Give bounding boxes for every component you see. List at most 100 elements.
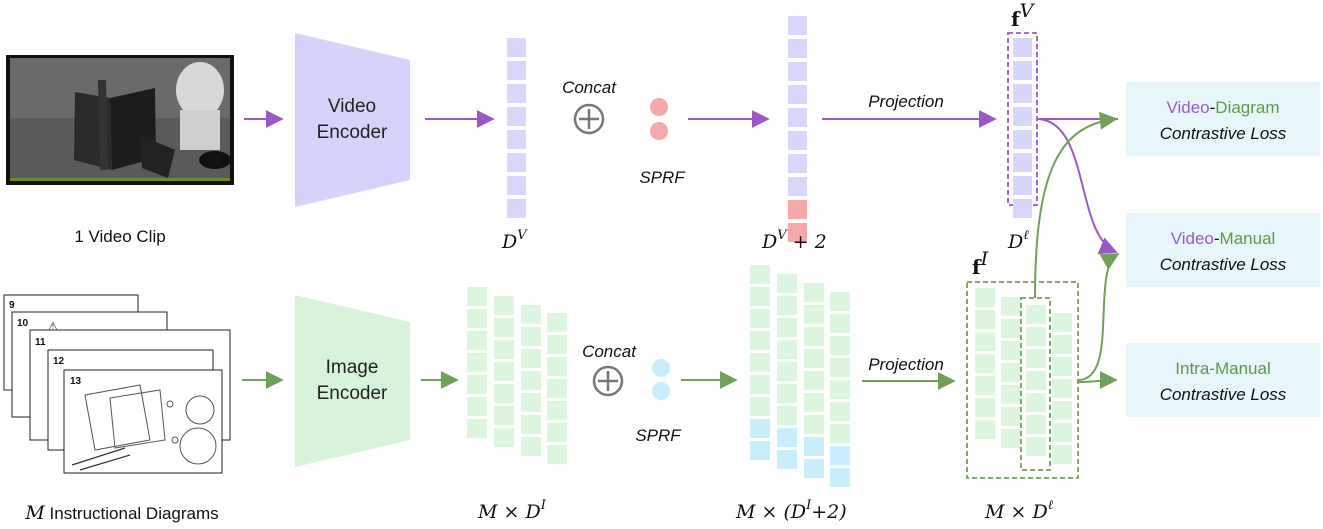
token-block bbox=[494, 362, 514, 381]
token-block bbox=[788, 154, 807, 173]
token-block bbox=[467, 397, 487, 416]
token-block bbox=[1052, 379, 1072, 398]
loss-box-video-manual: Video-Manual Contrastive Loss bbox=[1126, 213, 1320, 287]
concat-plus-icon bbox=[592, 365, 624, 397]
token-block bbox=[804, 371, 824, 390]
image-encoder-line2: Encoder bbox=[317, 383, 388, 404]
sprf-token-block bbox=[750, 441, 770, 460]
token-block bbox=[804, 305, 824, 324]
token-block bbox=[804, 349, 824, 368]
svg-text:Video-Diagram: Video-Diagram bbox=[1166, 98, 1279, 117]
image-sprf-tokens bbox=[652, 359, 670, 400]
token-block bbox=[750, 265, 770, 284]
token-block bbox=[467, 287, 487, 306]
token-block bbox=[975, 332, 995, 351]
token-block bbox=[507, 107, 526, 126]
token-block bbox=[830, 402, 850, 421]
loss-box-intra-manual: Intra-Manual Contrastive Loss bbox=[1126, 343, 1320, 417]
video-concat-dim: DV + 2 bbox=[761, 228, 827, 253]
token-block bbox=[1026, 393, 1046, 412]
token-block bbox=[547, 445, 567, 464]
image-encoder-line1: Image bbox=[326, 357, 379, 378]
token-block bbox=[1013, 130, 1032, 149]
token-block bbox=[1026, 437, 1046, 456]
token-block bbox=[494, 384, 514, 403]
video-concat-column bbox=[788, 16, 807, 242]
token-block bbox=[804, 393, 824, 412]
image-concat-dim: M × (DI+2) bbox=[735, 498, 847, 523]
token-block bbox=[777, 384, 797, 403]
token-block bbox=[777, 274, 797, 293]
token-block bbox=[975, 376, 995, 395]
curve-image-to-manual-loss bbox=[1077, 253, 1120, 381]
token-block bbox=[521, 327, 541, 346]
token-block bbox=[1001, 297, 1021, 316]
token-block bbox=[975, 310, 995, 329]
token-block bbox=[788, 16, 807, 35]
token-block bbox=[1013, 84, 1032, 103]
token-block bbox=[975, 398, 995, 417]
token-block bbox=[830, 424, 850, 443]
svg-text:9: 9 bbox=[9, 300, 15, 311]
token-block bbox=[830, 336, 850, 355]
token-block bbox=[1052, 401, 1072, 420]
token-block bbox=[788, 108, 807, 127]
token-block bbox=[547, 357, 567, 376]
image-encoder: Image Encoder bbox=[295, 295, 410, 467]
token-block bbox=[507, 61, 526, 80]
token-block bbox=[494, 428, 514, 447]
token-block bbox=[1052, 335, 1072, 354]
svg-text:⚠: ⚠ bbox=[48, 320, 58, 333]
token-block bbox=[777, 340, 797, 359]
token-block bbox=[750, 287, 770, 306]
token-block bbox=[750, 375, 770, 394]
video-proj-dim: Dℓ bbox=[1007, 228, 1029, 253]
token-block bbox=[788, 39, 807, 58]
sprf-token-block bbox=[788, 223, 807, 242]
token-block bbox=[494, 296, 514, 315]
token-block bbox=[788, 85, 807, 104]
sprf-token-block bbox=[788, 200, 807, 219]
token-block bbox=[830, 314, 850, 333]
video-proj-feature-label: fV bbox=[1011, 0, 1036, 31]
token-block bbox=[804, 283, 824, 302]
token-block bbox=[788, 177, 807, 196]
svg-text:10: 10 bbox=[17, 318, 29, 329]
image-concat-grid bbox=[750, 265, 850, 487]
video-feature-dim: DV bbox=[501, 228, 528, 253]
svg-text:Contrastive Loss: Contrastive Loss bbox=[1160, 124, 1287, 143]
token-block bbox=[1026, 415, 1046, 434]
token-block bbox=[1052, 357, 1072, 376]
token-block bbox=[1026, 305, 1046, 324]
loss-box-video-diagram: Video-Diagram Contrastive Loss bbox=[1126, 82, 1320, 156]
video-feature-column bbox=[507, 38, 526, 218]
token-block bbox=[788, 62, 807, 81]
video-clip-thumbnail bbox=[6, 55, 234, 185]
token-block bbox=[521, 415, 541, 434]
image-proj-inner-dashed-box bbox=[1020, 297, 1051, 471]
concat-plus-icon bbox=[573, 103, 605, 135]
token-block bbox=[750, 309, 770, 328]
token-block bbox=[777, 318, 797, 337]
token-block bbox=[1052, 313, 1072, 332]
token-block bbox=[1026, 327, 1046, 346]
token-block bbox=[507, 84, 526, 103]
sprf-token-block bbox=[804, 437, 824, 456]
token-block bbox=[1001, 407, 1021, 426]
token-block bbox=[467, 309, 487, 328]
token-block bbox=[547, 423, 567, 442]
token-block bbox=[1013, 38, 1032, 57]
diagrams-label: M Instructional Diagrams bbox=[24, 502, 218, 524]
token-block bbox=[467, 353, 487, 372]
sprf-token-block bbox=[804, 459, 824, 478]
token-block bbox=[521, 393, 541, 412]
token-block bbox=[507, 176, 526, 195]
video-encoder-line1: Video bbox=[328, 96, 376, 117]
token-block bbox=[777, 406, 797, 425]
image-concat-label: Concat bbox=[582, 342, 637, 361]
token-block bbox=[1001, 319, 1021, 338]
instructional-diagram-stack: 9 10 ⚠ 11 12 13 bbox=[3, 294, 231, 474]
token-block bbox=[507, 153, 526, 172]
svg-text:Video-Manual: Video-Manual bbox=[1171, 229, 1276, 248]
token-block bbox=[777, 296, 797, 315]
